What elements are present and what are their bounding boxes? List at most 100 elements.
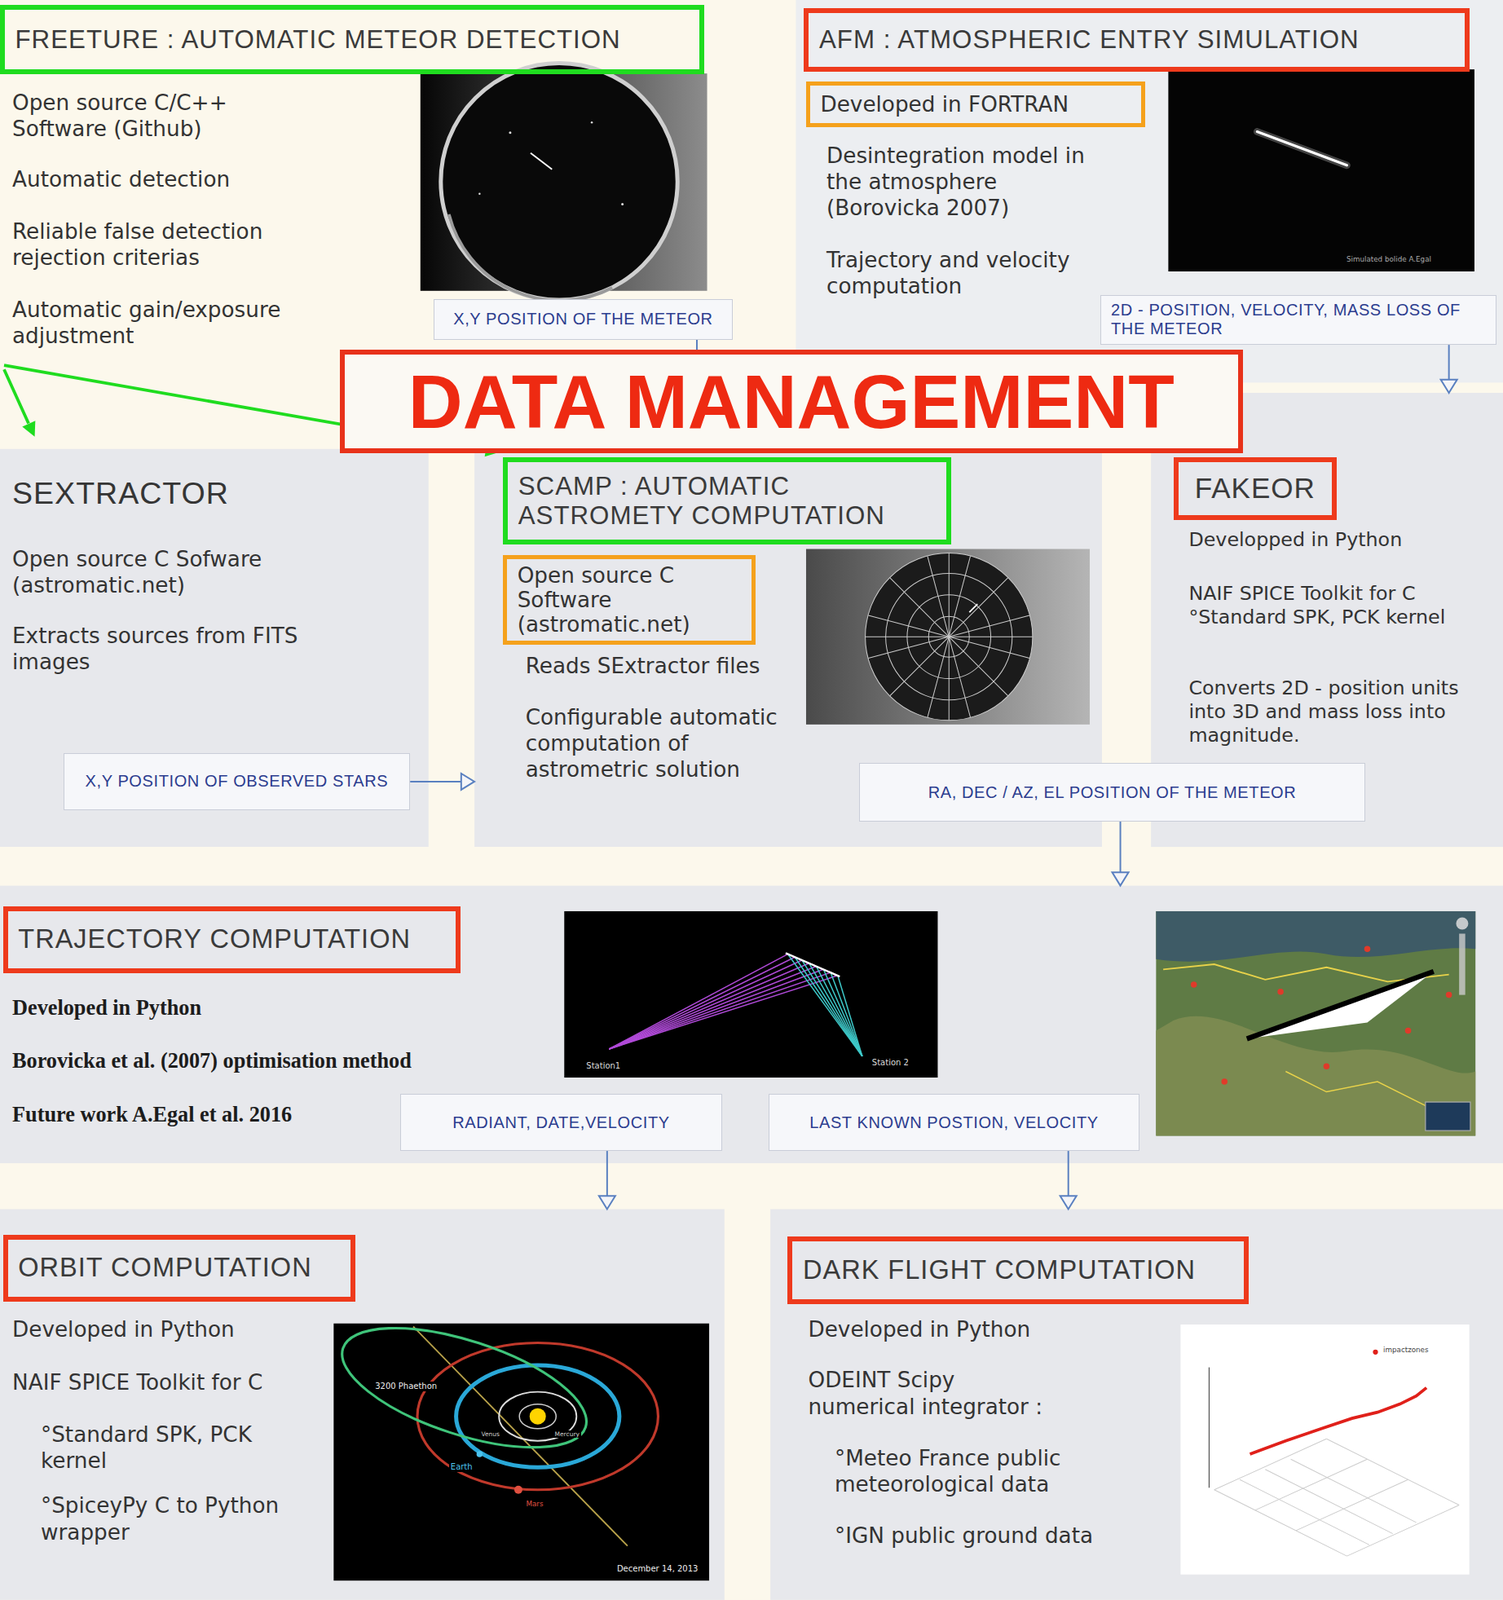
panel-heading: SEXTRACTOR	[12, 475, 410, 513]
orbit-diagram	[417, 1343, 658, 1490]
arrow-head	[599, 1195, 616, 1209]
simulated-bolide-image	[1256, 131, 1347, 165]
dark-flight-plot	[1255, 1458, 1368, 1511]
trajectory-render	[564, 911, 938, 1078]
data-flow-box: X,Y POSITION OF OBSERVED STARS	[63, 753, 411, 811]
figure-label: Venus	[479, 1430, 502, 1438]
language-box: Developed in FORTRAN	[806, 81, 1146, 128]
dark-flight-plot	[1291, 1458, 1417, 1523]
panel-fill	[0, 449, 429, 847]
figure-label: Simulated bolide A.Egal	[1344, 255, 1433, 265]
simulated-bolide-image	[1168, 69, 1475, 272]
orbit-diagram	[514, 1485, 523, 1495]
data-flow-label: 2D - POSITION, VELOCITY, MASS LOSS OF TH…	[1110, 300, 1484, 339]
panel-text: Configurable automatic computation of as…	[525, 704, 791, 783]
ground-track-map	[1405, 1027, 1412, 1035]
astrometry-grid-image	[806, 549, 1090, 725]
ground-track-map	[1455, 916, 1468, 930]
allsky-camera-image	[449, 214, 613, 301]
figure-label: impactzones	[1381, 1345, 1431, 1355]
trajectory-render	[837, 975, 863, 1057]
arrow-head	[1112, 872, 1129, 886]
allsky-camera-image	[420, 63, 708, 301]
panel-text: °Standard SPK, PCK kernel	[40, 1421, 296, 1474]
box-label: Open source C Software (astromatic.net)	[517, 563, 741, 638]
flow-arrow	[1112, 821, 1129, 886]
data-flow-box: 2D - POSITION, VELOCITY, MASS LOSS OF TH…	[1100, 295, 1497, 345]
module-title-box: SCAMP : AUTOMATIC ASTROMETY COMPUTATION	[502, 457, 952, 546]
trajectory-render	[608, 956, 795, 1050]
data-flow-box: X,Y POSITION OF THE METEOR	[433, 299, 733, 340]
dark-flight-plot	[1208, 1367, 1210, 1489]
ground-track-map	[1285, 1071, 1429, 1108]
module-title-box: FAKEOR	[1173, 457, 1337, 521]
panel-text: Developed in Python	[12, 995, 564, 1022]
trajectory-render	[608, 975, 838, 1050]
trajectory-render	[809, 963, 863, 1057]
astrometry-grid-image	[927, 555, 971, 718]
module-panel: Developed in PythonNAIF SPICE Toolkit fo…	[0, 1208, 725, 1600]
box-label: DARK FLIGHT COMPUTATION	[802, 1255, 1196, 1286]
panel-text: Developed in Python	[807, 1316, 1115, 1343]
arrow-line	[606, 1150, 609, 1196]
trajectory-render	[608, 966, 816, 1050]
panel-text: Developed in Python	[12, 1316, 319, 1343]
module-panel: Desintegration model in the atmosphere (…	[795, 0, 1503, 383]
feature-text: Reliable false detection rejection crite…	[12, 218, 340, 271]
data-flow-label: RADIANT, DATE,VELOCITY	[452, 1113, 670, 1133]
data-flow-box: RA, DEC / AZ, EL POSITION OF THE METEOR	[859, 762, 1366, 821]
panel-text: Desintegration model in the atmosphere (…	[826, 142, 1098, 221]
data-flow-label: X,Y POSITION OF THE METEOR	[453, 309, 713, 329]
panel-text: Developped in Python	[1188, 528, 1485, 552]
astrometry-grid-image	[865, 553, 1033, 721]
module-panel: Developed in PythonBorovicka et al. (200…	[0, 885, 1503, 1164]
dark-flight-plot	[1372, 1349, 1378, 1355]
trajectory-render	[815, 966, 862, 1057]
flow-arrow	[409, 773, 475, 790]
banner-text: DATA MANAGEMENT	[408, 358, 1175, 446]
figure-label: Mercury	[553, 1430, 582, 1438]
dark-flight-plot	[1326, 1438, 1459, 1505]
module-panel: Developed in PythonODEINT Scipy numerica…	[770, 1208, 1503, 1600]
trajectory-render	[564, 911, 938, 1078]
trajectory-render	[608, 954, 788, 1050]
panel-fill	[770, 1208, 1503, 1600]
trajectory-render	[785, 952, 840, 977]
trajectory-render	[608, 963, 809, 1050]
panel-fill	[0, 1208, 725, 1600]
ground-track-map	[1458, 934, 1466, 996]
box-label: SCAMP : AUTOMATIC ASTROMETY COMPUTATION	[518, 471, 935, 531]
trajectory-render	[608, 969, 824, 1050]
arrow-line	[409, 780, 462, 783]
panel-text: Future work A.Egal et al. 2016	[12, 1101, 390, 1129]
trajectory-render	[608, 960, 803, 1050]
data-flow-box: LAST KNOWN POSTION, VELOCITY	[768, 1093, 1141, 1151]
module-panel: SEXTRACTOROpen source C Sofware (astroma…	[0, 449, 429, 847]
panel-text: Reads SExtractor files	[525, 652, 833, 679]
language-box: Open source C Software (astromatic.net)	[502, 555, 756, 645]
ground-track-map	[1445, 991, 1453, 999]
dark-flight-plot	[1250, 1388, 1428, 1455]
panel-text: °Meteo France public meteorological data	[834, 1445, 1142, 1498]
ground-track-map	[1190, 981, 1198, 988]
trajectory-render	[830, 972, 863, 1057]
data-flow-label: LAST KNOWN POSTION, VELOCITY	[809, 1113, 1099, 1133]
ground-track-map	[1364, 946, 1371, 953]
arrow-line	[1067, 1150, 1070, 1196]
ground-track-map	[1155, 911, 1476, 1136]
box-label: FAKEOR	[1194, 471, 1316, 505]
figure-label: December 14, 2013	[615, 1564, 701, 1574]
panel-fill	[795, 0, 1503, 383]
arrow-line	[1448, 344, 1451, 380]
figure-label: Station 2	[870, 1057, 911, 1068]
astrometry-grid-image	[927, 555, 971, 718]
box-label: Developed in FORTRAN	[819, 92, 1069, 117]
astrometry-grid-image	[806, 549, 1090, 725]
orbit-diagram	[328, 1303, 600, 1472]
flow-arrow	[1060, 1150, 1077, 1209]
panel-text: Trajectory and velocity computation	[826, 246, 1138, 300]
box-label: TRAJECTORY COMPUTATION	[17, 924, 411, 955]
box-label: ORBIT COMPUTATION	[17, 1252, 312, 1283]
green-callout-arrow	[22, 420, 36, 437]
